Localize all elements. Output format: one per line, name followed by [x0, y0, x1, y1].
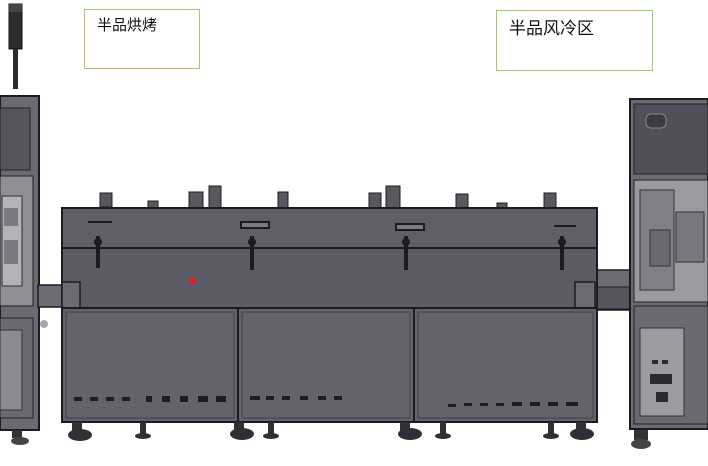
cooling-zone-label-box: 半品风冷区 — [496, 10, 653, 71]
cooling-zone-label: 半品风冷区 — [509, 19, 594, 39]
left-conveyor — [37, 284, 65, 308]
left-machine — [0, 3, 48, 445]
cabinet-vents — [74, 396, 578, 407]
oven-casters — [68, 422, 594, 441]
oven-zone-label: 半品烘烤 — [97, 16, 158, 34]
reflow-oven — [61, 185, 598, 441]
oven-zone-label-box: 半品烘烤 — [84, 9, 200, 69]
hood-handles — [88, 221, 576, 231]
hood-hinges — [94, 236, 566, 270]
oven-top-fittings — [99, 185, 557, 209]
signal-tower-icon — [8, 3, 23, 89]
red-dot-marker — [189, 277, 197, 285]
right-machine — [629, 98, 708, 449]
machine-logo — [645, 113, 667, 129]
